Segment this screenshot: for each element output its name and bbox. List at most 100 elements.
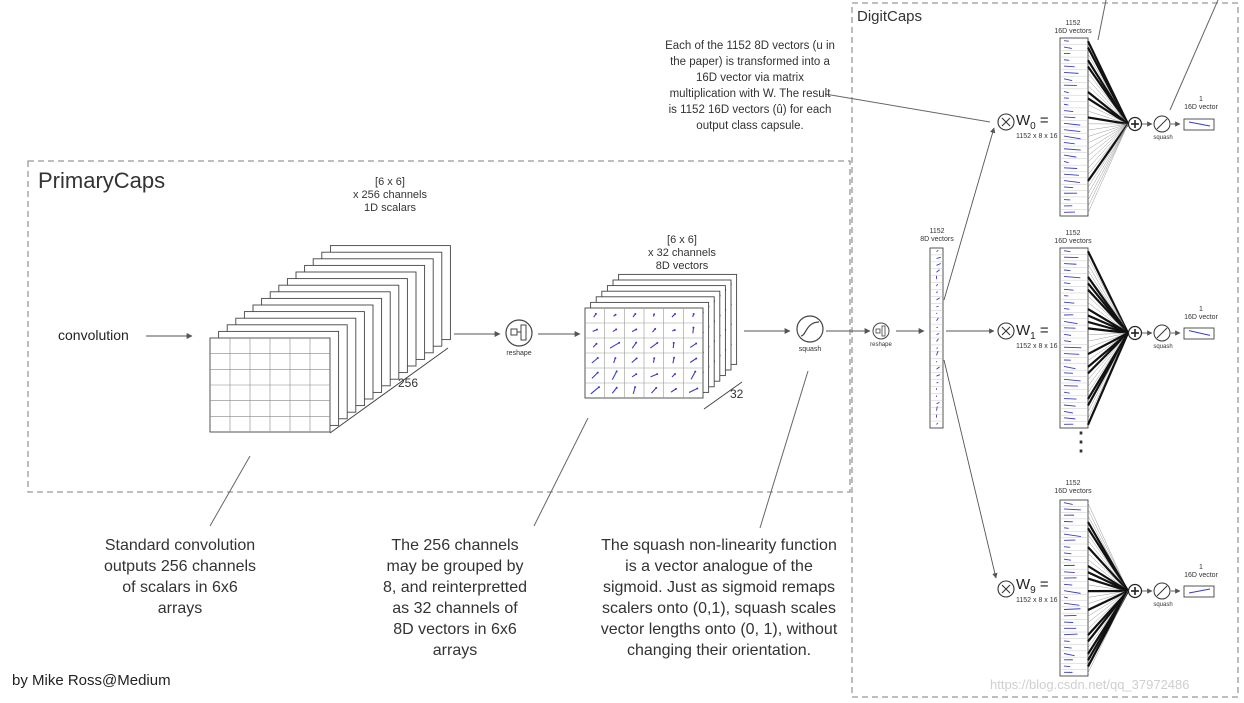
digitcaps-note: Each of the 1152 8D vectors (u in the pa… xyxy=(665,40,835,132)
vector-mark xyxy=(1063,320,1078,325)
arrow-to-w0 xyxy=(943,127,996,301)
vector-mark xyxy=(1063,633,1078,636)
vector-mark xyxy=(1063,122,1081,126)
vector-mark xyxy=(611,371,618,380)
w1-squash-label: squash xyxy=(1153,344,1173,350)
channel-stack-256 xyxy=(209,245,451,433)
ellipsis: ⋮ xyxy=(1068,426,1094,456)
reshape-label: reshape xyxy=(506,350,532,357)
vector-mark xyxy=(936,374,941,377)
vector-mark xyxy=(651,387,657,394)
vector-mark xyxy=(1063,91,1069,94)
vector-layer xyxy=(584,307,704,399)
vector-mark xyxy=(936,422,939,425)
vector-mark xyxy=(936,381,939,384)
w1-label: W1 =1152 x 8 x 16 xyxy=(1016,322,1058,350)
vector-column-8d xyxy=(929,247,944,429)
vector-mark xyxy=(1063,308,1070,310)
vector-mark xyxy=(1063,116,1076,119)
vector-mark xyxy=(936,269,940,273)
vector-mark xyxy=(936,305,939,308)
stack256-label: [6 x 6] x 256 channels 1D scalars xyxy=(353,176,427,214)
vector-mark xyxy=(1063,653,1075,657)
vector-mark xyxy=(1063,353,1080,355)
vector-mark xyxy=(1063,65,1075,68)
vector-mark xyxy=(1063,129,1081,132)
vector-mark xyxy=(1063,282,1071,285)
vector-column-16d xyxy=(1059,247,1089,429)
vector-mark xyxy=(936,350,939,356)
vector-mark xyxy=(936,333,940,335)
reshape-icon xyxy=(505,319,533,347)
convolution-label: convolution xyxy=(58,327,129,343)
output-vector-mark xyxy=(1188,588,1211,594)
squash-icon xyxy=(796,315,824,343)
vector-column-16d xyxy=(1059,499,1089,677)
vector-mark xyxy=(1063,46,1072,49)
output-vector-mark xyxy=(1188,121,1211,127)
vector-mark xyxy=(689,343,697,348)
vector-mark xyxy=(1063,502,1073,505)
vector-mark xyxy=(1063,533,1082,538)
vector-mark xyxy=(1063,398,1077,400)
digitcaps-panel xyxy=(851,2,1239,698)
vector-mark xyxy=(1063,167,1078,169)
caption-pointer-group xyxy=(533,417,589,527)
capsule-group-w1 xyxy=(997,247,1215,429)
vector-mark xyxy=(689,358,697,363)
output-vector-box xyxy=(1183,327,1215,340)
vector-mark xyxy=(1063,173,1079,176)
vector-mark xyxy=(1063,269,1071,271)
vector-mark xyxy=(1063,340,1072,343)
vector-mark xyxy=(1063,590,1081,594)
capsule-group-w9 xyxy=(997,499,1215,677)
vector-mark xyxy=(936,406,938,411)
vector-mark xyxy=(1063,552,1072,555)
depth-256-line xyxy=(329,347,449,434)
reshape-label-digitcaps: reshape xyxy=(870,342,892,348)
vector-mark xyxy=(1063,141,1075,145)
capsule-group-w0 xyxy=(997,37,1215,217)
vector-mark xyxy=(936,283,938,287)
depth256-label: 256 xyxy=(398,376,419,390)
vector-mark xyxy=(1063,646,1072,649)
vector-column-16d xyxy=(1059,37,1089,217)
vector-mark xyxy=(936,366,940,370)
vector-mark xyxy=(936,338,939,342)
caption-pointer-squash xyxy=(759,370,809,529)
depth32-label: 32 xyxy=(730,387,744,401)
vector-mark xyxy=(936,317,939,321)
vector-mark xyxy=(1063,596,1068,599)
arrow-to-w9 xyxy=(943,359,998,579)
column-8d-label: 1152 8D vectors xyxy=(920,228,954,243)
vector-mark xyxy=(1063,186,1074,189)
vector-mark xyxy=(611,387,618,394)
caption-pointer-conv xyxy=(209,455,251,527)
vector-mark xyxy=(1063,301,1075,304)
vector-mark xyxy=(936,256,941,259)
credit: by Mike Ross@Medium xyxy=(12,672,171,689)
vector-mark xyxy=(591,372,599,379)
vector-mark xyxy=(591,357,599,364)
vector-mark xyxy=(1063,378,1081,382)
vector-mark xyxy=(1063,78,1073,81)
vector-mark xyxy=(1063,161,1069,164)
vector-mark xyxy=(1063,546,1071,548)
vector-mark xyxy=(688,387,698,394)
note-pointer xyxy=(824,93,991,123)
vector-mark xyxy=(1063,404,1076,407)
vector-mark xyxy=(1063,250,1071,253)
digitcaps-title: DigitCaps xyxy=(857,8,923,25)
vector-mark xyxy=(632,386,636,395)
vector-mark xyxy=(1063,103,1069,106)
vector-mark xyxy=(936,250,939,252)
vector-mark xyxy=(1063,391,1070,394)
vector-mark xyxy=(1063,148,1081,151)
vector-mark xyxy=(631,357,637,364)
